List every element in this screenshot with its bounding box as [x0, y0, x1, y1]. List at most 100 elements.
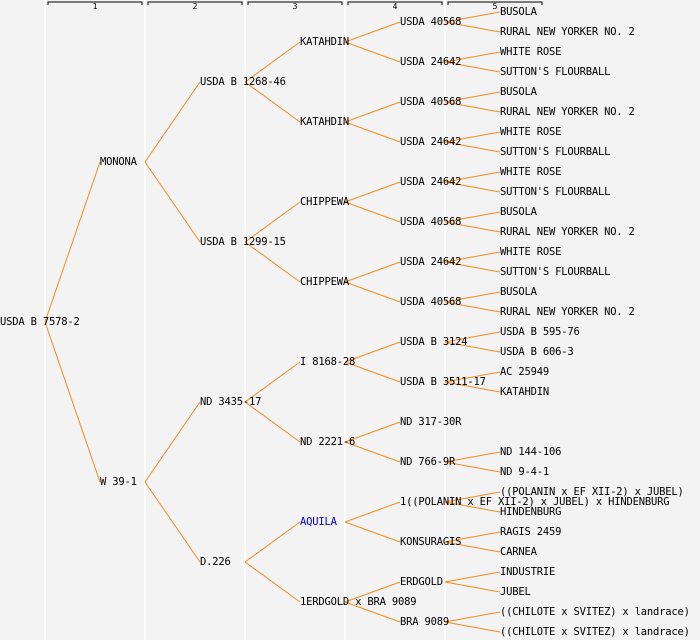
- pedigree-link: [344, 121, 401, 143]
- pedigree-node-gen5: USDA B 3511-17: [400, 376, 486, 388]
- pedigree-link: [344, 41, 401, 63]
- pedigree-node-gen5: USDA 40568: [400, 96, 462, 108]
- generation-bracket: [47, 1, 143, 5]
- pedigree-node-gen6: BUSOLA: [500, 6, 537, 18]
- pedigree-link: [144, 161, 201, 243]
- pedigree-node-gen6: ND 9-4-1: [500, 466, 549, 478]
- pedigree-link: [244, 41, 301, 83]
- pedigree-link: [344, 261, 401, 283]
- generation-number: 1: [93, 2, 98, 11]
- pedigree-node-gen5: USDA 24642: [400, 256, 462, 268]
- pedigree-link: [444, 261, 501, 273]
- generation-number: 5: [493, 2, 498, 11]
- pedigree-link: [444, 501, 501, 513]
- pedigree-link: [344, 441, 401, 463]
- pedigree-link: [444, 301, 501, 313]
- pedigree-link: [444, 211, 501, 223]
- pedigree-node-gen6: USDA B 606-3: [500, 346, 574, 358]
- pedigree-link: [44, 161, 101, 323]
- pedigree-link: [444, 611, 501, 623]
- pedigree-link: [444, 181, 501, 193]
- pedigree-node-gen6: WHITE ROSE: [500, 46, 562, 58]
- pedigree-node-gen2: W 39-1: [100, 476, 137, 488]
- pedigree-link: [244, 81, 301, 123]
- pedigree-link: [444, 451, 501, 463]
- pedigree-link: [344, 421, 401, 443]
- pedigree-node-gen4: KATAHDIN: [300, 116, 349, 128]
- pedigree-link: [444, 21, 501, 33]
- pedigree-link: [144, 401, 201, 483]
- pedigree-link: [444, 341, 501, 353]
- pedigree-node-gen6: RURAL NEW YORKER NO. 2: [500, 226, 635, 238]
- pedigree-node-gen4: ND 2221-6: [300, 436, 356, 448]
- pedigree-link: [344, 361, 401, 383]
- pedigree-link: [444, 171, 501, 183]
- pedigree-link: [244, 561, 301, 603]
- pedigree-link: [444, 11, 501, 23]
- pedigree-node-gen5: USDA 24642: [400, 136, 462, 148]
- pedigree-node-gen3: D.226: [200, 556, 231, 568]
- pedigree-node-gen4: 1ERDGOLD x BRA 9089: [300, 596, 417, 608]
- pedigree-node-gen6: BUSOLA: [500, 86, 537, 98]
- generation-bracket: [347, 1, 443, 5]
- pedigree-link: [444, 371, 501, 383]
- generation-bracket: [247, 1, 343, 5]
- pedigree-link: [444, 621, 501, 633]
- pedigree-node-gen4: CHIPPEWA: [300, 276, 349, 288]
- generation-number: 4: [393, 2, 398, 11]
- pedigree-link: [444, 91, 501, 103]
- pedigree-node-gen6: AC 25949: [500, 366, 549, 378]
- pedigree-node-gen5: KONSURAGIS: [400, 536, 462, 548]
- pedigree-link: [444, 141, 501, 153]
- pedigree-node-gen5: USDA 40568: [400, 16, 462, 28]
- pedigree-node-gen6: ND 144-106: [500, 446, 562, 458]
- pedigree-node-gen6: RURAL NEW YORKER NO. 2: [500, 106, 635, 118]
- generation-bracket: [147, 1, 243, 5]
- pedigree-node-gen6: USDA B 595-76: [500, 326, 580, 338]
- pedigree-link: [244, 401, 301, 443]
- pedigree-link: [444, 131, 501, 143]
- pedigree-node-gen4: CHIPPEWA: [300, 196, 349, 208]
- pedigree-link: [144, 81, 201, 163]
- pedigree-link: [344, 21, 401, 43]
- pedigree-link: [344, 601, 401, 623]
- pedigree-node-gen6: ((CHILOTE x SVITEZ) x landrace): [500, 606, 690, 618]
- pedigree-link: [444, 381, 501, 393]
- pedigree-link: [444, 101, 501, 113]
- pedigree-link: [444, 331, 501, 343]
- pedigree-node-gen6: BUSOLA: [500, 206, 537, 218]
- root-node: USDA B 7578-2: [0, 316, 80, 328]
- pedigree-link: [344, 581, 401, 603]
- pedigree-link: [244, 521, 301, 563]
- pedigree-link: [444, 61, 501, 73]
- pedigree-link: [444, 491, 501, 503]
- pedigree-node-gen6: SUTTON'S FLOURBALL: [500, 266, 611, 278]
- pedigree-link: [444, 461, 501, 473]
- pedigree-link: [444, 531, 501, 543]
- pedigree-link: [344, 101, 401, 123]
- pedigree-node-gen6: INDUSTRIE: [500, 566, 556, 578]
- pedigree-link: [244, 201, 301, 243]
- pedigree-link: [44, 321, 101, 483]
- pedigree-link: [244, 241, 301, 283]
- pedigree-node-gen5: 1((POLANIN x EF XII-2) x JUBEL) x HINDEN…: [400, 496, 670, 508]
- pedigree-node-gen6: WHITE ROSE: [500, 126, 562, 138]
- pedigree-link: [344, 201, 401, 223]
- pedigree-node-gen5: USDA 40568: [400, 296, 462, 308]
- pedigree-node-gen4[interactable]: AQUILA: [300, 516, 337, 528]
- pedigree-node-gen6: WHITE ROSE: [500, 166, 562, 178]
- pedigree-node-gen5: ND 317-30R: [400, 416, 462, 428]
- generation-bracket: [447, 1, 543, 5]
- pedigree-link: [344, 501, 401, 523]
- column-separators: [44, 0, 446, 640]
- pedigree-node-gen5: USDA B 3124: [400, 336, 468, 348]
- pedigree-node-gen6: BUSOLA: [500, 286, 537, 298]
- pedigree-node-gen6: CARNEA: [500, 546, 537, 558]
- pedigree-link: [344, 521, 401, 543]
- pedigree-node-gen3: USDA B 1268-46: [200, 76, 286, 88]
- pedigree-node-gen6: SUTTON'S FLOURBALL: [500, 146, 611, 158]
- pedigree-link: [344, 341, 401, 363]
- pedigree-node-gen5: USDA 40568: [400, 216, 462, 228]
- pedigree-node-gen2: MONONA: [100, 156, 137, 168]
